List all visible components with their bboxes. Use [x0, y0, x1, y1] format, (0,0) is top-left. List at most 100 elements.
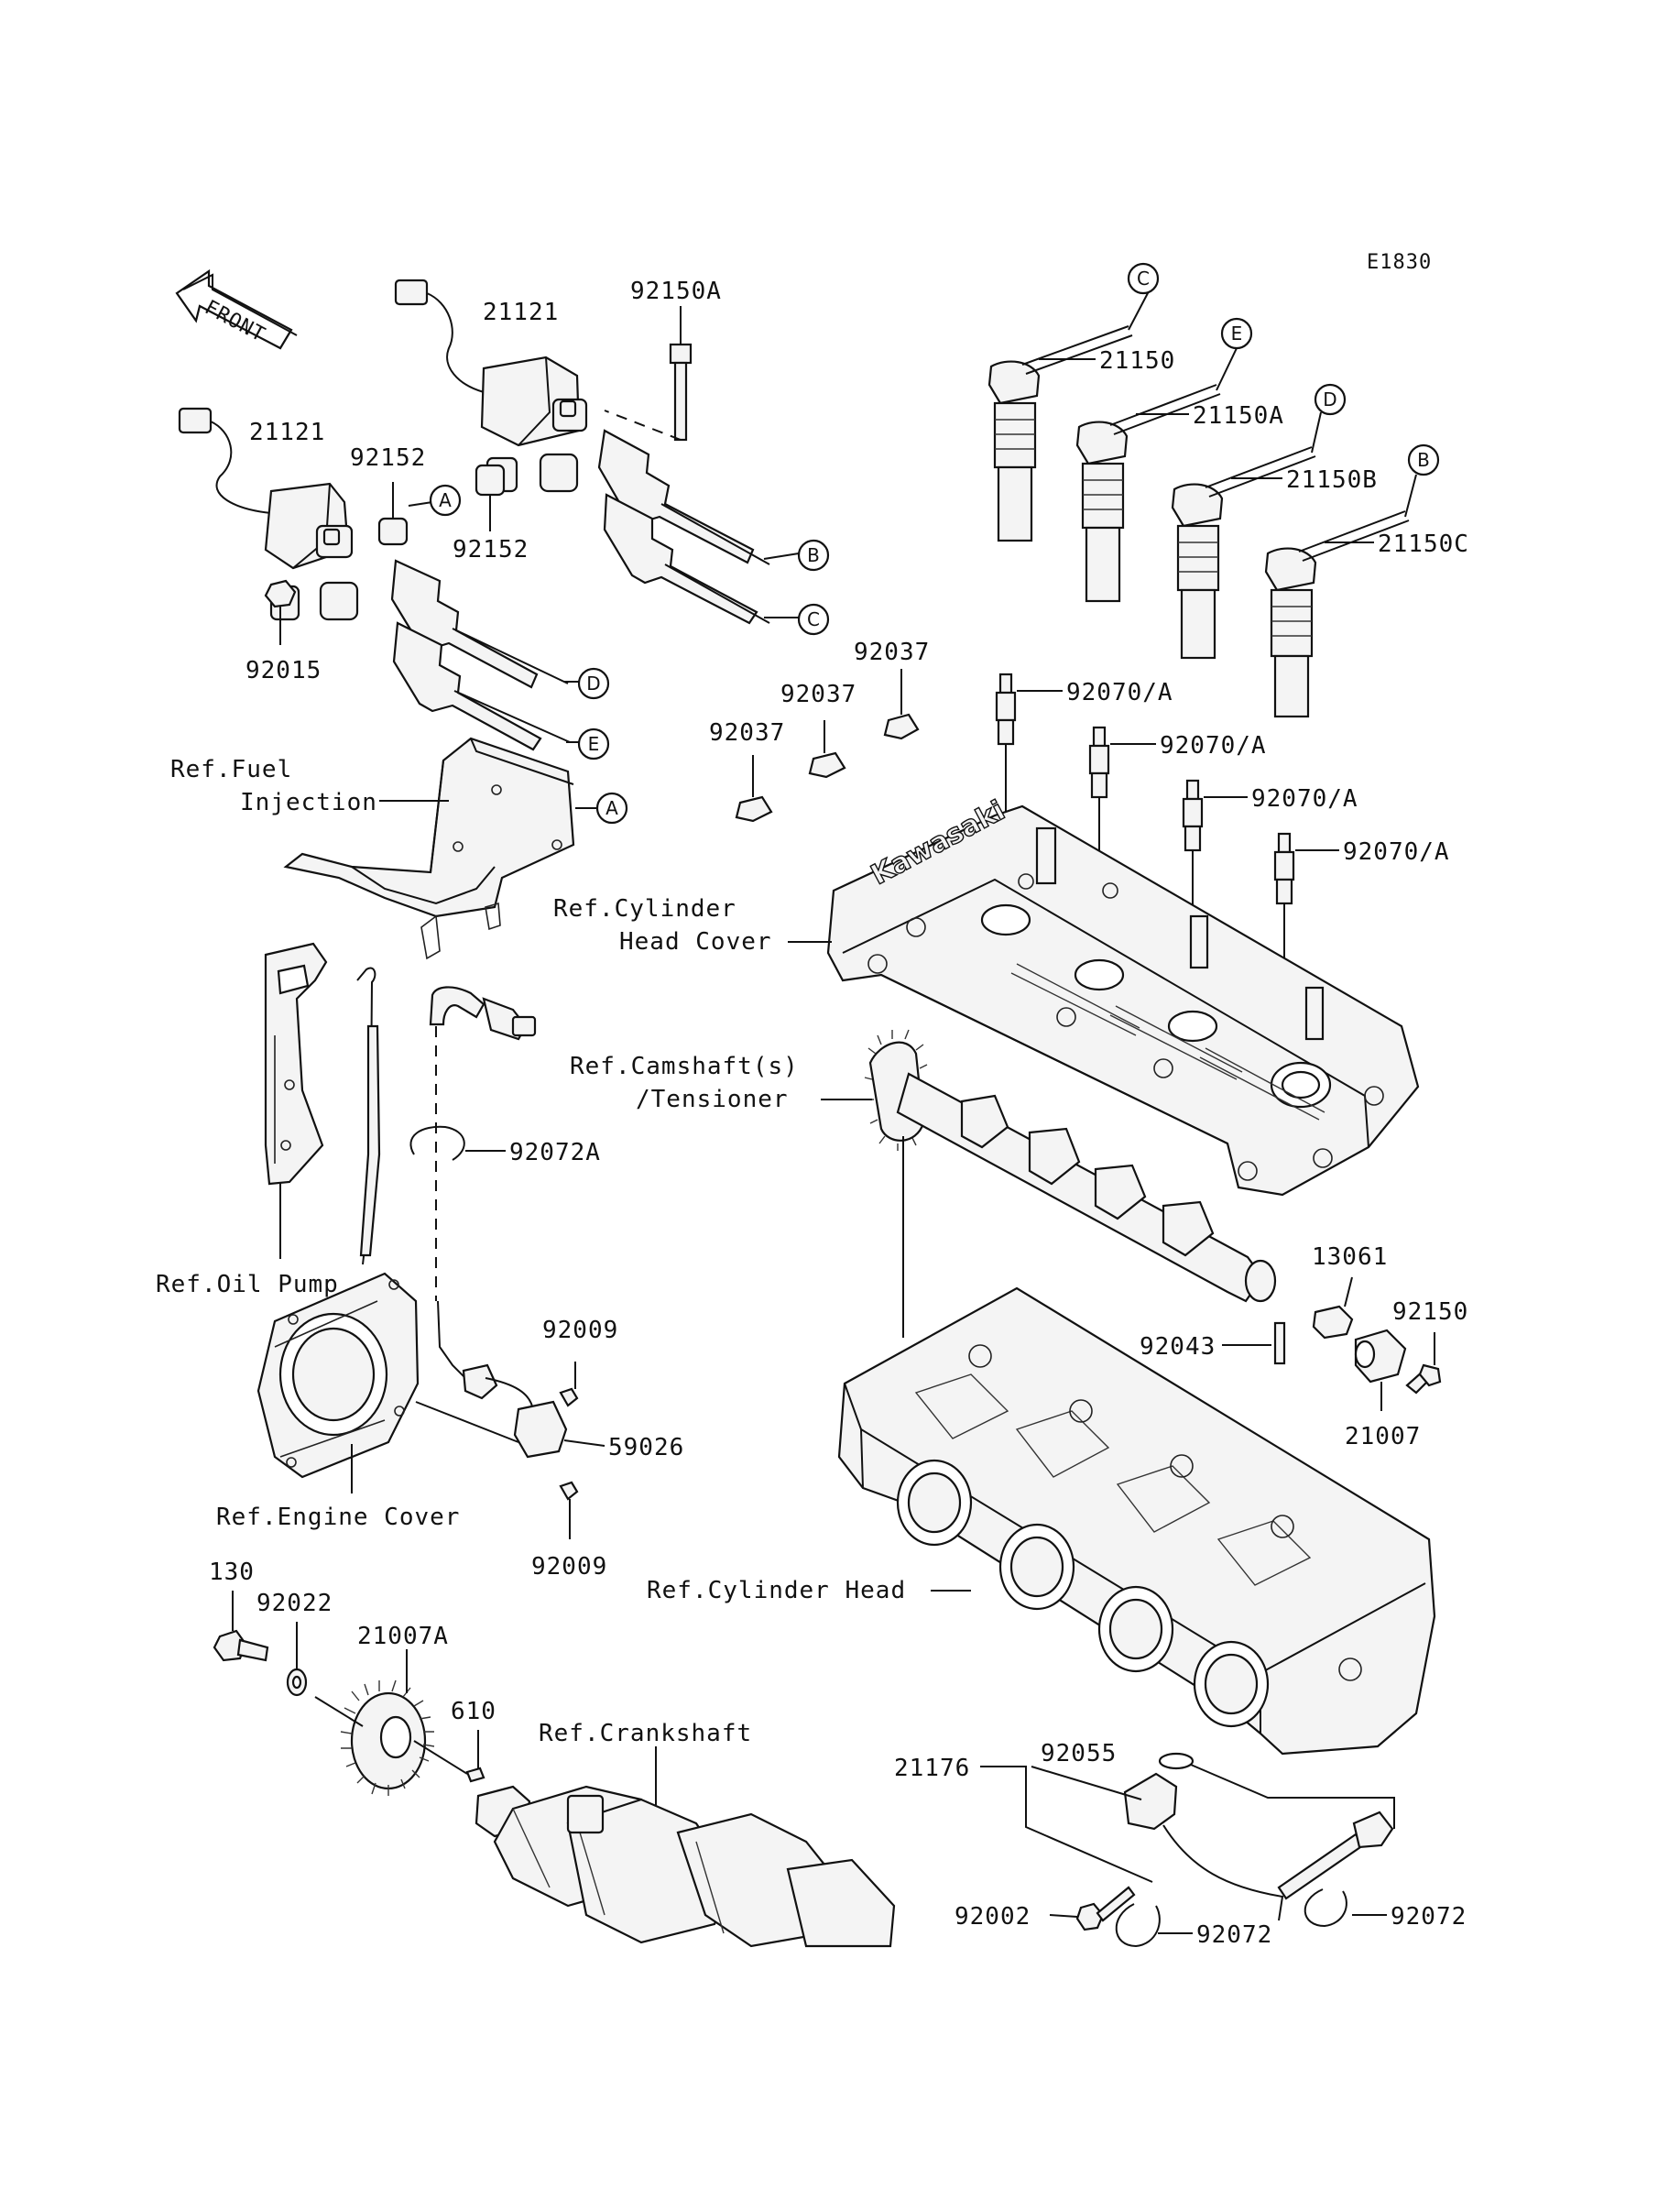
camshaft-with-sprocket [864, 1029, 1277, 1303]
part-21150A: 21150A [1193, 402, 1284, 430]
fuel-injection-bracket [283, 737, 575, 960]
bolt-92002 [1075, 1886, 1136, 1931]
ref-oil-pump: Ref.Oil Pump [156, 1271, 339, 1298]
part-92002: 92002 [955, 1903, 1031, 1931]
cam-sensor-21176 [1123, 1752, 1394, 1921]
plug-cap-21150 [987, 325, 1133, 542]
ignition-coil-upper [394, 279, 588, 493]
breather-hose [429, 986, 537, 1301]
callout-circle-D1 [577, 667, 610, 700]
part-92022: 92022 [256, 1590, 333, 1617]
diagram-code: E1830 [1367, 251, 1432, 274]
part-59026: 59026 [608, 1434, 684, 1461]
callout-E1: E [588, 733, 600, 755]
spacer-92152-upper [475, 464, 506, 497]
bolt-92150 [1405, 1332, 1442, 1395]
bolt-130 [213, 1629, 269, 1662]
part-92072-a: 92072 [1196, 1921, 1272, 1949]
callout-circle-C2 [1127, 262, 1160, 295]
part-21007A: 21007A [357, 1623, 449, 1650]
part-92037-b: 92037 [780, 681, 856, 708]
ref-cylinder-head-cover-line1: Ref.Cylinder [553, 895, 736, 923]
part-92152-lower-label: 92152 [453, 536, 529, 563]
clamp-92072A [409, 1125, 465, 1161]
engine-cover [256, 1272, 420, 1479]
bolt-92150A [604, 343, 693, 442]
ref-camshaft-line1: Ref.Camshaft(s) [570, 1053, 799, 1080]
callout-circle-C1 [797, 603, 830, 636]
plug-cap-upper-2 [603, 493, 770, 625]
clamp-92072-a [1115, 1903, 1161, 1948]
part-92072A: 92072A [509, 1139, 601, 1166]
ref-engine-cover: Ref.Engine Cover [216, 1504, 460, 1531]
part-92152-upper-label: 92152 [350, 444, 426, 472]
part-92070A-1: 92070/A [1066, 679, 1173, 706]
ref-cylinder-head: Ref.Cylinder Head [647, 1577, 906, 1604]
part-92070A-2: 92070/A [1160, 732, 1267, 760]
callout-circle-B1 [797, 539, 830, 572]
part-21150B: 21150B [1286, 466, 1378, 494]
ref-fuel-injection-line1: Ref.Fuel [170, 756, 292, 783]
part-610: 610 [451, 1698, 496, 1725]
callout-B2: B [1417, 449, 1430, 471]
part-92150: 92150 [1392, 1298, 1468, 1326]
part-92015: 92015 [245, 657, 322, 684]
callout-circle-E2 [1220, 317, 1253, 350]
callout-C2: C [1137, 268, 1150, 290]
spacer-92152-lower [377, 517, 409, 546]
callout-B1: B [807, 544, 820, 566]
washer-92022 [286, 1668, 308, 1697]
plug-cap-21150C [1264, 510, 1410, 718]
callout-A1: A [439, 489, 452, 511]
callout-circle-A1 [429, 484, 462, 517]
oil-pump-guide-plate [264, 942, 328, 1186]
crank-sensor-59026 [415, 1300, 568, 1459]
part-21150C: 21150C [1378, 531, 1469, 558]
clamp-92072-b [1304, 1888, 1347, 1928]
part-21007: 21007 [1345, 1423, 1421, 1450]
front-arrow-icon: FRONT [175, 268, 298, 350]
spark-plug-4 [1273, 832, 1295, 1050]
part-92150A: 92150A [630, 278, 722, 305]
dipstick [356, 967, 381, 1265]
part-21150: 21150 [1099, 347, 1175, 375]
timing-rotor-21007A [314, 1679, 435, 1796]
plug-13061 [1312, 1276, 1354, 1340]
ref-crankshaft: Ref.Crankshaft [539, 1720, 752, 1747]
part-92009-a: 92009 [542, 1317, 618, 1344]
callout-circle-D2 [1314, 383, 1347, 416]
callout-circle-B2 [1407, 443, 1440, 476]
part-92055: 92055 [1041, 1740, 1117, 1767]
bolt-92009-a [559, 1387, 579, 1407]
woodruff-key-610 [413, 1740, 485, 1783]
cylinder-head [837, 1286, 1436, 1756]
cylinder-head-cover: Kawasaki [826, 793, 1420, 1197]
part-92043: 92043 [1140, 1333, 1216, 1361]
callout-A2: A [605, 797, 618, 819]
part-21121-upper: 21121 [483, 299, 559, 326]
plug-cap-21150A [1075, 384, 1221, 603]
part-21121-lower: 21121 [249, 419, 325, 446]
part-92037-a: 92037 [854, 639, 930, 666]
nut-92015 [264, 579, 297, 645]
callout-D1: D [586, 673, 600, 695]
callout-circle-E1 [577, 728, 610, 760]
ref-fuel-injection-line2: Injection [240, 789, 377, 816]
ref-cylinder-head-cover-line2: Head Cover [619, 928, 772, 956]
callout-circle-A2 [595, 792, 628, 825]
clamp-92037-a [883, 669, 920, 740]
plug-cap-lower-2 [392, 621, 571, 751]
part-92072-b: 92072 [1391, 1903, 1467, 1931]
callout-D2: D [1323, 388, 1336, 410]
part-92009-b: 92009 [531, 1553, 607, 1581]
tensioner-21007 [1354, 1329, 1407, 1411]
ref-camshaft-line2: /Tensioner [636, 1086, 789, 1113]
part-130: 130 [209, 1559, 255, 1586]
bolt-92009-b [559, 1481, 579, 1501]
part-21176: 21176 [894, 1755, 970, 1782]
dowel-pin-92043 [1273, 1321, 1286, 1365]
callout-C1: C [807, 608, 820, 630]
crankshaft [475, 1785, 896, 1948]
